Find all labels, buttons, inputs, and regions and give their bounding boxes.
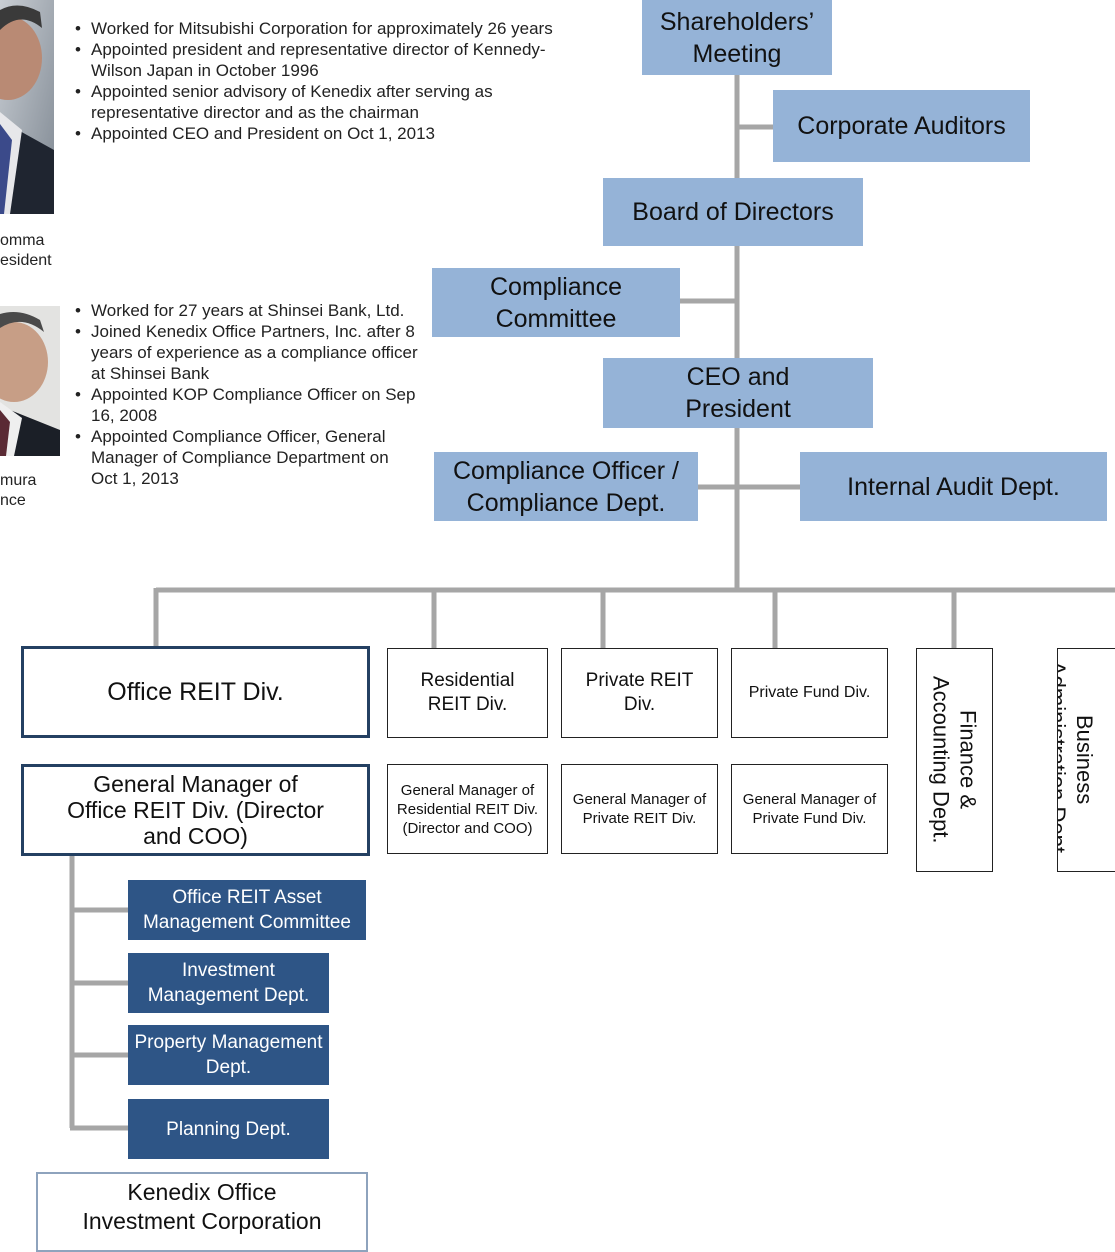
executive-2-bio-item: Joined Kenedix Office Partners, Inc. aft…	[73, 321, 418, 384]
planning-dept-label: Planning Dept.	[166, 1118, 291, 1140]
executive-photo-1	[0, 0, 54, 214]
private-fund-general-manager-label: General Manager of Private Fund Div.	[742, 791, 877, 827]
private-reit-division-label: Private REIT Div.	[585, 670, 694, 715]
office-reit-division-label: Office REIT Div.	[107, 677, 284, 706]
private-fund-division-label: Private Fund Div.	[748, 684, 871, 701]
residential-reit-general-manager-label: General Manager of Residential REIT Div.…	[396, 781, 539, 837]
shareholders-meeting-label: Shareholders’ Meeting	[659, 7, 815, 68]
residential-reit-general-manager-box: General Manager of Residential REIT Div.…	[387, 764, 548, 854]
ceo-president-box: CEO and President	[603, 358, 873, 428]
executive-1-caption-line2: esident	[0, 252, 52, 269]
compliance-committee-box: Compliance Committee	[432, 268, 680, 337]
investment-management-dept-label: Investment Management Dept.	[147, 960, 310, 1006]
executive-1-bio: Worked for Mitsubishi Corporation for ap…	[73, 18, 563, 144]
private-reit-general-manager-label: General Manager of Private REIT Div.	[572, 791, 707, 827]
private-reit-division-box: Private REIT Div.	[561, 648, 718, 738]
residential-reit-division-label: Residential REIT Div.	[420, 670, 515, 715]
property-management-dept-box: Property Management Dept.	[128, 1025, 329, 1085]
kenedix-office-investment-box: Kenedix Office Investment Corporation	[36, 1172, 368, 1252]
shareholders-meeting-box: Shareholders’ Meeting	[642, 0, 832, 75]
executive-1-bio-item: Worked for Mitsubishi Corporation for ap…	[73, 18, 563, 39]
office-reit-division-box: Office REIT Div.	[21, 646, 370, 738]
executive-1-caption-line1: omma	[0, 232, 45, 249]
asset-management-committee-label: Office REIT Asset Management Committee	[142, 887, 352, 933]
asset-management-committee-box: Office REIT Asset Management Committee	[128, 880, 366, 940]
office-reit-general-manager-label: General Manager of Office REIT Div. (Dir…	[67, 771, 324, 849]
kenedix-office-investment-label: Kenedix Office Investment Corporation	[82, 1179, 322, 1234]
board-of-directors-label: Board of Directors	[632, 198, 834, 226]
executive-2-caption-line1: mura	[0, 472, 37, 489]
internal-audit-box: Internal Audit Dept.	[800, 452, 1107, 521]
executive-2-bio-item: Appointed KOP Compliance Officer on Sep …	[73, 384, 418, 426]
residential-reit-division-box: Residential REIT Div.	[387, 648, 548, 738]
planning-dept-box: Planning Dept.	[128, 1099, 329, 1159]
executive-1-bio-item: Appointed senior advisory of Kenedix aft…	[73, 81, 563, 123]
executive-2-bio-item: Worked for 27 years at Shinsei Bank, Ltd…	[73, 300, 418, 321]
business-administration-dept-box: Business Administration Dept.	[1057, 648, 1115, 872]
compliance-officer-label: Compliance Officer / Compliance Dept.	[452, 456, 679, 517]
finance-accounting-dept-label: Finance & Accounting Dept.	[928, 676, 981, 844]
private-reit-general-manager-box: General Manager of Private REIT Div.	[561, 764, 718, 854]
private-fund-general-manager-box: General Manager of Private Fund Div.	[731, 764, 888, 854]
corporate-auditors-box: Corporate Auditors	[773, 90, 1030, 162]
executive-2-caption: mura nce	[0, 471, 60, 511]
finance-accounting-dept-box: Finance & Accounting Dept.	[916, 648, 993, 872]
executive-2-bio: Worked for 27 years at Shinsei Bank, Ltd…	[73, 300, 418, 489]
office-reit-general-manager-box: General Manager of Office REIT Div. (Dir…	[21, 764, 370, 856]
investment-management-dept-box: Investment Management Dept.	[128, 953, 329, 1013]
corporate-auditors-label: Corporate Auditors	[797, 112, 1006, 140]
compliance-officer-box: Compliance Officer / Compliance Dept.	[434, 452, 698, 521]
executive-2-caption-line2: nce	[0, 492, 26, 509]
executive-1-bio-item: Appointed president and representative d…	[73, 39, 563, 81]
compliance-committee-label: Compliance Committee	[489, 272, 622, 333]
property-management-dept-label: Property Management Dept.	[134, 1032, 323, 1078]
executive-1-caption: omma esident	[0, 231, 60, 271]
executive-photo-2	[0, 306, 60, 456]
business-administration-dept-label: Business Administration Dept.	[1057, 660, 1097, 860]
board-of-directors-box: Board of Directors	[603, 178, 863, 246]
private-fund-division-box: Private Fund Div.	[731, 648, 888, 738]
internal-audit-label: Internal Audit Dept.	[847, 472, 1060, 501]
ceo-president-label: CEO and President	[685, 363, 791, 423]
executive-2-bio-item: Appointed Compliance Officer, General Ma…	[73, 426, 418, 489]
executive-1-bio-item: Appointed CEO and President on Oct 1, 20…	[73, 123, 563, 144]
